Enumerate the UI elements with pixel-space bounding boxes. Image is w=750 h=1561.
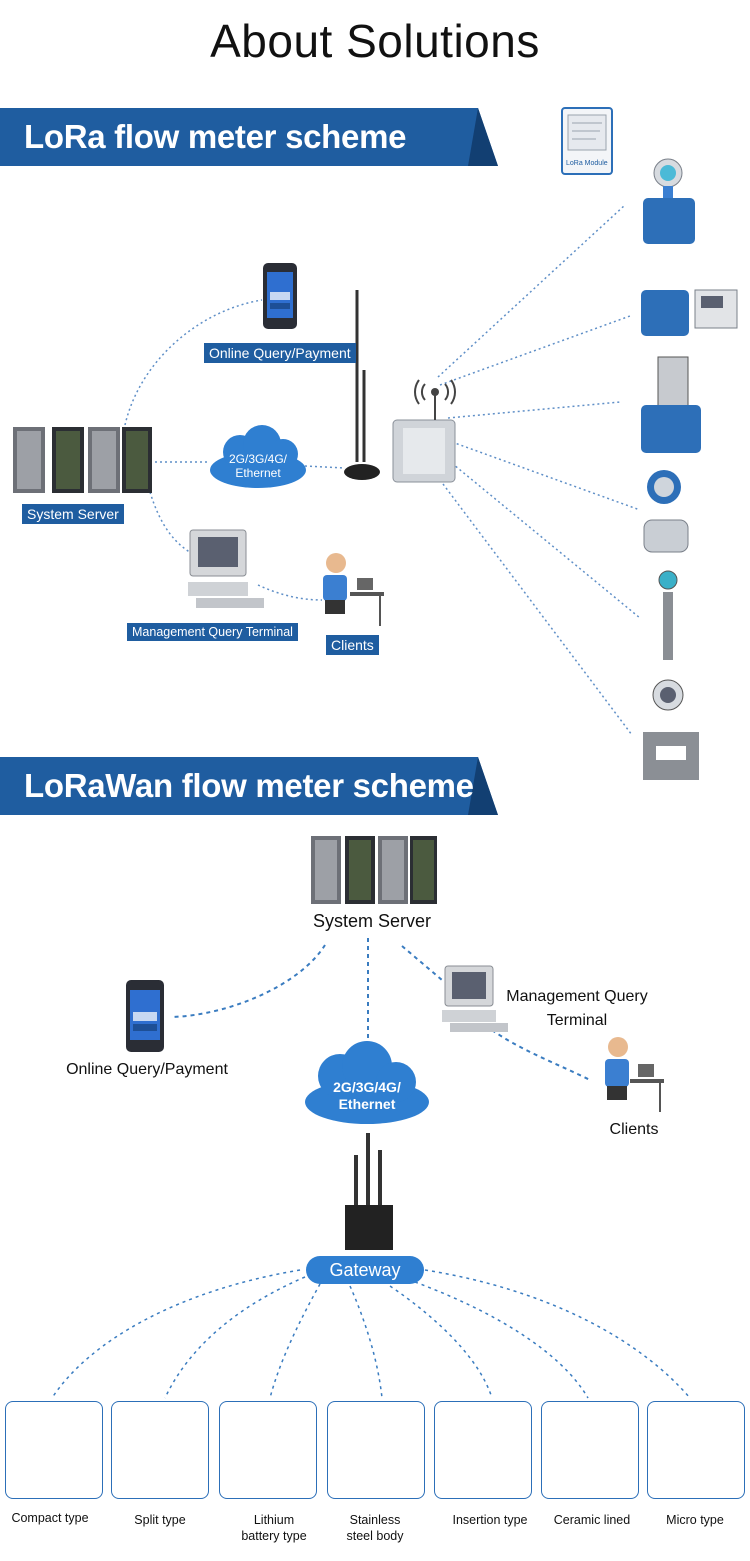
lw-server-to-phone-link [171,944,326,1018]
lw-management-line1: Management Query [506,988,648,1005]
ceramic-meter-icon [643,679,699,780]
product-box-ceramic [541,1401,639,1499]
banner-shape [0,108,498,166]
gateway-to-insertion-link [389,1285,493,1399]
product-box-compact [5,1401,103,1499]
product-label-line1: Split type [134,1513,186,1527]
product-label-line2: steel body [346,1529,404,1543]
gateway-to-compact-link [51,1269,301,1399]
product-label-line1: Stainless [349,1513,401,1527]
product-label-battery: Lithium battery type [219,1512,329,1544]
stainless-meter-icon [643,470,689,553]
lora-banner-title: LoRa flow meter scheme [24,118,407,155]
product-label-line1: Lithium [253,1513,295,1527]
page-title: About Solutions [210,15,540,67]
lw-terminal-to-client-link [491,1029,591,1081]
lw-clients-label: Clients [609,1121,659,1138]
product-label-line1: Insertion type [452,1513,528,1527]
banner-shape [0,757,498,815]
gateway-label: Gateway [306,1256,424,1284]
lw-online-query-label: Online Query/Payment [66,1061,228,1078]
lorawan-banner: LoRaWan flow meter scheme [0,757,500,815]
gateway-to-battery-link [269,1283,321,1399]
gateway-to-stainless-link [349,1285,383,1399]
lw-network-line1: 2G/3G/4G/ [333,1079,401,1095]
lora-banner: LoRa flow meter scheme [0,108,500,166]
product-box-insertion [434,1401,532,1499]
product-label-compact: Compact type [0,1510,105,1526]
cloud-to-antenna-link [304,465,346,469]
lw-system-server-label: System Server [312,911,432,931]
lora-clients-label: Clients [326,635,379,655]
insertion-meter-icon [658,570,678,660]
lw-computer-icon [442,965,508,1032]
product-label-ceramic: Ceramic lined [537,1512,647,1528]
lw-management-terminal-label: Management Query Terminal [498,985,656,1033]
battery-meter-icon [641,356,701,453]
compact-meter-1-icon [643,158,695,244]
lora-management-terminal-label: Management Query Terminal [127,623,298,641]
gw-to-meter3 [447,401,621,419]
server-to-terminal-link [149,491,196,556]
gw-to-meter4 [451,441,641,511]
product-box-battery [219,1401,317,1499]
gw-to-meter1 [437,204,626,378]
server-racks-icon [13,427,152,493]
lora-online-query-label: Online Query/Payment [204,343,356,363]
product-label-split: Split type [105,1512,215,1528]
product-label-line1: Micro type [666,1513,724,1527]
product-box-split [111,1401,209,1499]
lora-network-label: 2G/3G/4G/ Ethernet [215,452,301,480]
gateway-to-micro-link [424,1269,691,1399]
product-label-insertion: Insertion type [435,1512,545,1528]
split-meter-icon [641,289,738,336]
phone-icon [263,263,297,329]
gateway-device-icon [345,1133,393,1250]
gw-to-meter6 [439,479,633,736]
lw-network-label: 2G/3G/4G/ Ethernet [317,1079,417,1113]
computer-terminal-icon [188,529,264,608]
lw-network-line2: Ethernet [338,1096,396,1112]
lora-network-line1: 2G/3G/4G/ [228,452,288,466]
lora-module-label: LoRa Module [566,160,608,167]
lw-server-to-terminal-link [401,945,443,981]
product-box-micro [647,1401,745,1499]
gateway-to-ceramic-link [414,1281,589,1399]
cloud-icon [210,425,306,488]
client-person-icon [323,553,384,626]
lorawan-banner-title: LoRaWan flow meter scheme [24,767,474,804]
lw-server-racks-icon [311,836,437,904]
lora-module-icon [561,107,613,175]
lw-phone-icon [126,980,164,1052]
gateway-to-split-link [164,1276,306,1399]
product-label-stainless: Stainless steel body [320,1512,430,1544]
product-label-micro: Micro type [640,1512,750,1528]
lora-concentrator-icon [392,379,456,483]
gw-to-meter2 [439,315,631,386]
lora-system-server-label: System Server [22,504,124,524]
antenna-icon [344,290,380,480]
lw-client-person-icon [605,1037,664,1112]
gw-to-meter5 [447,459,641,619]
product-label-line1: Ceramic lined [553,1513,631,1527]
product-label-line2: battery type [241,1529,307,1543]
lora-network-line2: Ethernet [235,466,281,480]
product-box-stainless [327,1401,425,1499]
product-label-line1: Compact type [11,1511,89,1525]
lw-cloud-icon [305,1041,429,1124]
terminal-to-client-link [257,584,323,601]
lw-management-line2: Terminal [546,1012,608,1029]
